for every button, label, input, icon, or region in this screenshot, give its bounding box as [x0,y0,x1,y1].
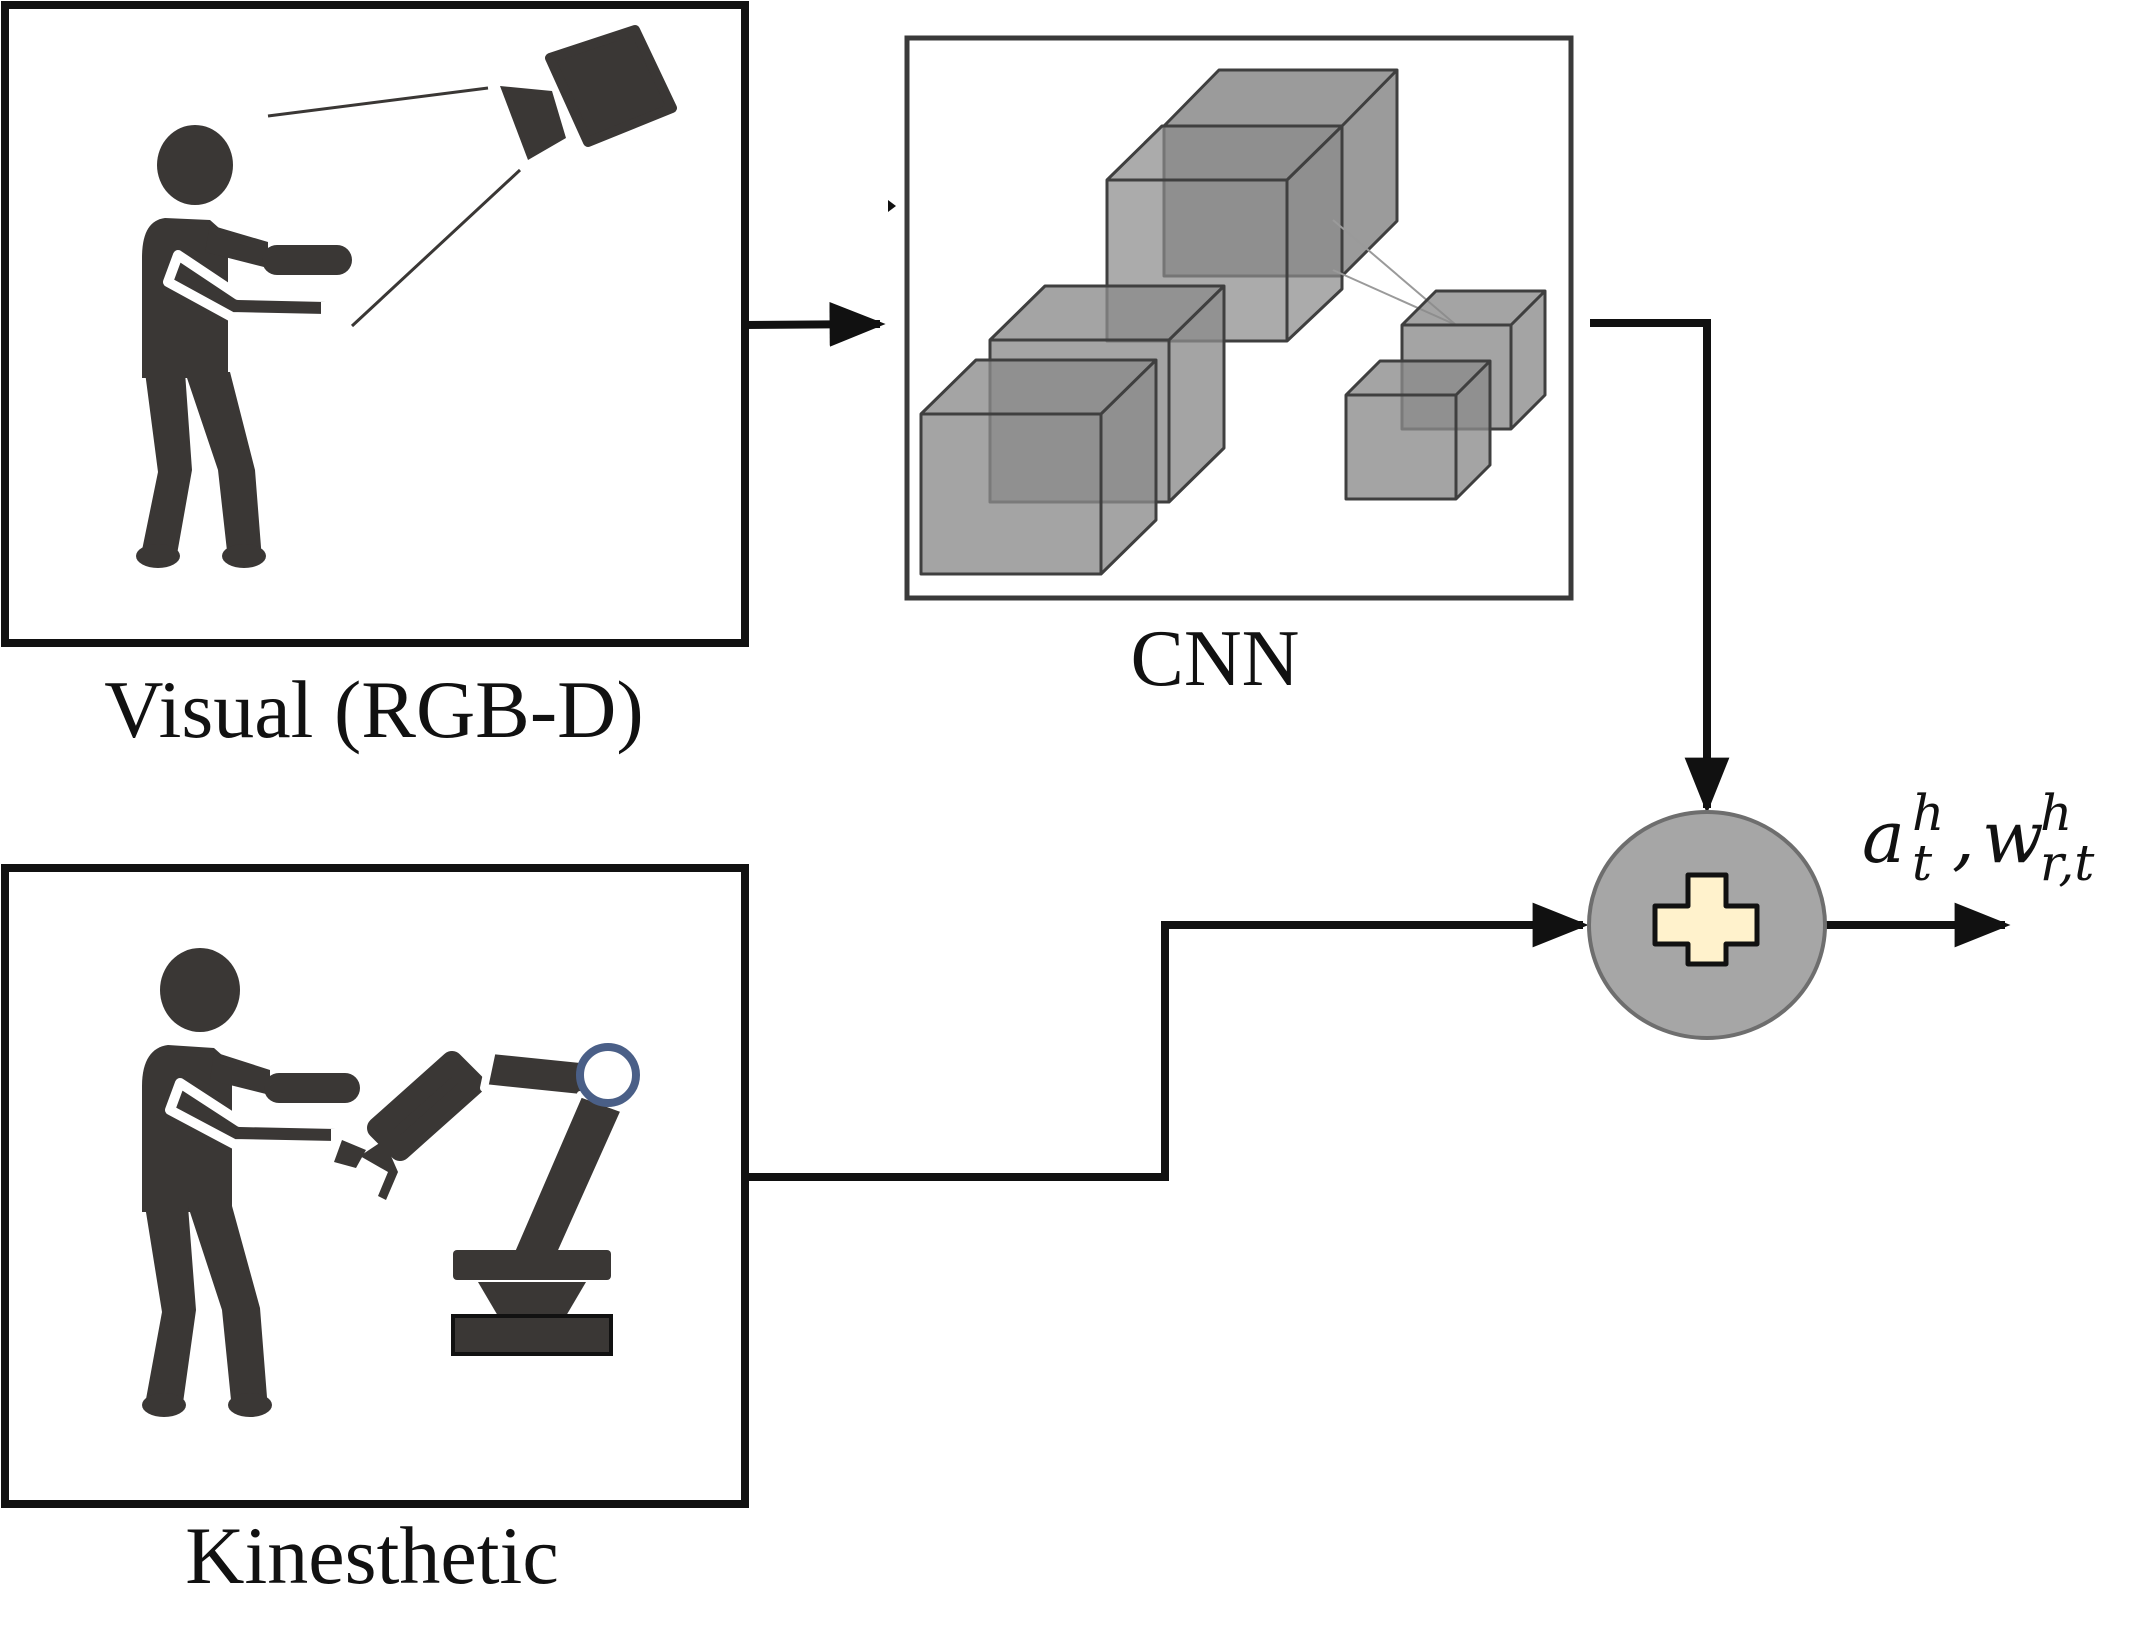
kinesthetic-label: Kinesthetic [185,1510,558,1601]
sum-node [1587,810,1827,1040]
plus-icon [1652,872,1760,967]
output-label: a h t , w h r,t [1862,784,2095,892]
output-comma: , [1952,795,1975,879]
connectors [744,301,2011,1181]
kinesthetic-to-sum-arrow [745,902,1589,1181]
person-robot-arm-icon [142,948,640,1417]
output-w-subscript: r,t [2040,834,2095,892]
cnn-panel [888,35,1574,601]
output-a-subscript: t [1912,834,1933,892]
kinesthetic-box [1,864,749,1508]
cnn-box [904,35,1574,601]
cnn-to-sum-arrow [1590,319,1730,814]
output-w: w [1982,795,2044,879]
visual-to-cnn-arrow [744,301,886,347]
stray-tick [888,200,896,212]
joint-ring [576,1043,640,1107]
person-camera-icon [136,25,677,568]
cnn-label: CNN [1131,615,1300,703]
visual-panel [1,1,749,647]
kinesthetic-panel [1,864,749,1508]
output-w-superscript: h [2040,784,2072,842]
output-a-superscript: h [1912,784,1944,842]
output-a: a [1862,795,1905,879]
visual-label: Visual (RGB-D) [104,664,643,755]
conv-layers-icon [919,68,1547,576]
